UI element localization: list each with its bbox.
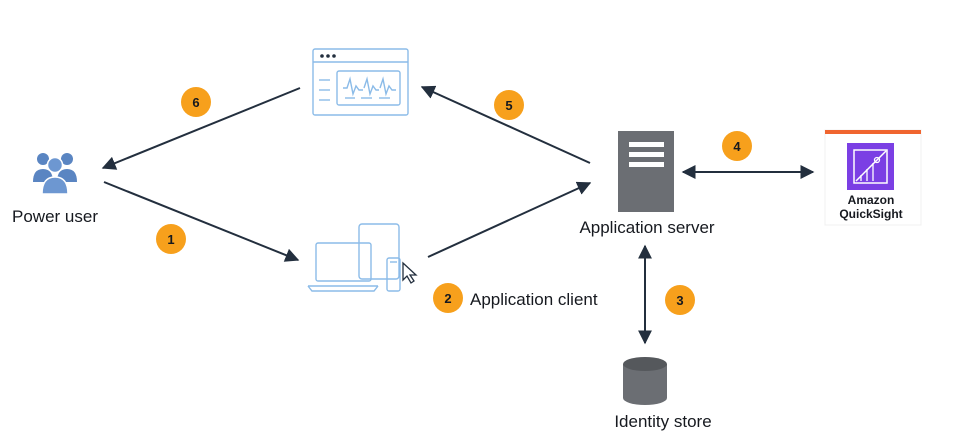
step-badge-4: 4 <box>722 131 752 161</box>
arrow-dashboard-to-user <box>101 87 301 170</box>
server-icon <box>618 131 674 212</box>
step-badge-6: 6 <box>181 87 211 117</box>
power-user-label: Power user <box>12 207 98 226</box>
arrow-user-to-client <box>103 181 300 262</box>
svg-text:3: 3 <box>676 293 683 308</box>
arrow-client-to-server <box>427 181 592 258</box>
svg-text:1: 1 <box>167 232 174 247</box>
step-badge-1: 1 <box>156 224 186 254</box>
svg-text:5: 5 <box>505 98 512 113</box>
svg-text:4: 4 <box>733 139 741 154</box>
arrows <box>101 85 815 345</box>
quicksight-logo-icon <box>824 129 922 226</box>
step-badge-2: 2 <box>433 283 463 313</box>
browser-dashboard-icon <box>312 48 409 116</box>
svg-text:2: 2 <box>444 291 451 306</box>
svg-text:6: 6 <box>192 95 199 110</box>
quicksight-label-line2: QuickSight <box>839 207 902 221</box>
step-badge-5: 5 <box>494 90 524 120</box>
browser-dots-icon <box>320 54 336 58</box>
multi-device-icon <box>307 223 418 292</box>
quicksight-label-line1: Amazon <box>848 193 895 207</box>
identity-store-label: Identity store <box>614 412 711 431</box>
users-group-icon <box>33 153 77 195</box>
application-server-label: Application server <box>579 218 714 237</box>
step-badge-3: 3 <box>665 285 695 315</box>
arrow-server-to-dashboard <box>420 85 591 164</box>
database-icon <box>623 357 667 405</box>
application-client-label: Application client <box>470 290 598 309</box>
